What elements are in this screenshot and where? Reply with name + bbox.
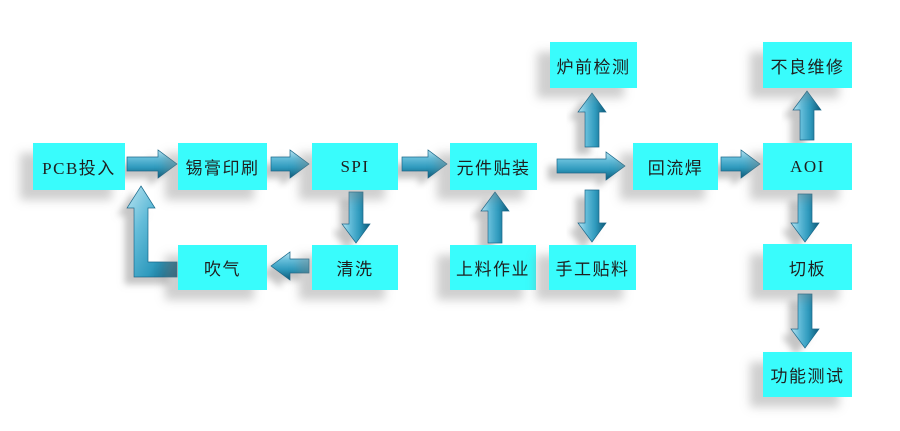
node-spi: SPI: [312, 143, 398, 190]
node-manual-placement: 手工贴料: [549, 245, 636, 290]
node-component-placement: 元件贴装: [450, 143, 537, 190]
arrow-cleaning-to-blow: [270, 251, 310, 281]
arrow-aoi-to-cutting: [790, 193, 820, 243]
node-aoi: AOI: [763, 143, 852, 190]
arrow-spi-to-cleaning: [341, 191, 371, 244]
arrow-junction-to-inspection: [577, 92, 607, 148]
arrow-blow-loop-return: [126, 185, 178, 278]
arrow-spi-to-placement: [401, 149, 448, 179]
node-reflow-soldering: 回流焊: [633, 143, 718, 190]
arrow-junction-to-manual: [577, 189, 607, 243]
node-air-blowing: 吹气: [178, 245, 267, 290]
arrow-pcb-to-print: [126, 149, 178, 179]
node-pre-reflow-inspection: 炉前检测: [550, 42, 637, 88]
node-material-loading: 上料作业: [450, 245, 536, 290]
arrow-cutting-to-test: [790, 293, 820, 349]
node-function-test: 功能测试: [763, 352, 852, 397]
arrow-print-to-spi: [270, 149, 310, 179]
node-board-cutting: 切板: [763, 244, 852, 290]
arrow-aoi-to-repair: [792, 90, 822, 141]
node-defect-repair: 不良维修: [763, 42, 852, 88]
arrow-loading-to-placement: [480, 191, 510, 244]
node-solder-paste-printing: 锡膏印刷: [178, 143, 267, 190]
node-cleaning: 清洗: [312, 245, 398, 290]
arrow-reflow-to-aoi: [720, 149, 761, 179]
arrow-placement-to-reflow: [556, 151, 626, 181]
node-pcb-input: PCB投入: [33, 143, 125, 190]
